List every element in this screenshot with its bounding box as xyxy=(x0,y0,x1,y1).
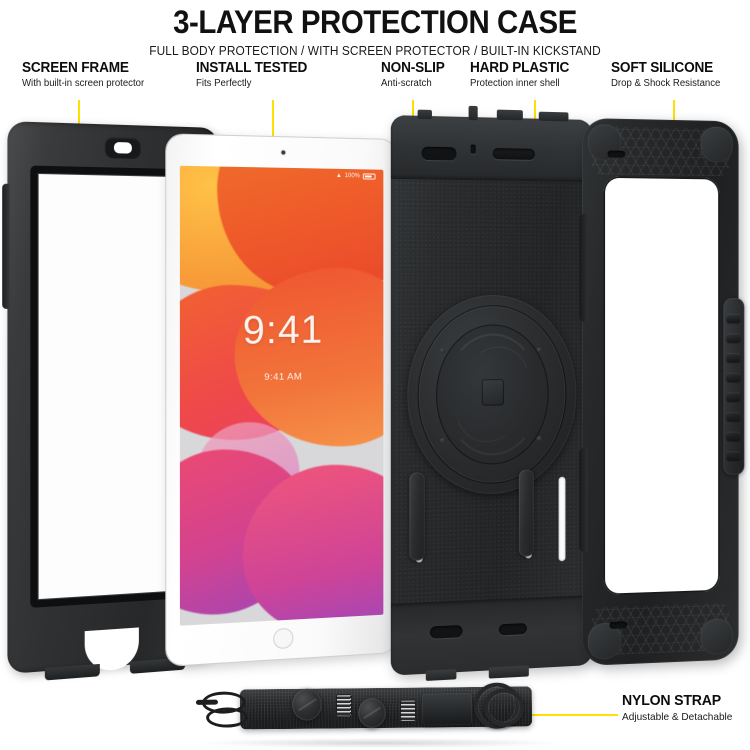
screen-frame-camera-cutout xyxy=(104,136,141,160)
hard-shell-nub xyxy=(496,109,523,121)
screen-frame-left-edge xyxy=(2,183,10,309)
silicone-cutout-window xyxy=(603,176,720,596)
hard-shell-mic-hole xyxy=(470,144,476,154)
strap-buckle[interactable] xyxy=(291,688,323,721)
kickstand-screw xyxy=(536,435,542,441)
leader-line-install-tested xyxy=(272,100,274,166)
strap-adjuster-ladder[interactable] xyxy=(335,694,353,717)
hard-shell-speaker-cutout-bottom xyxy=(498,623,527,636)
status-bar: ▲ 100% xyxy=(336,173,376,180)
silicone-left-edge xyxy=(579,447,588,553)
hard-shell-camera-cutout xyxy=(421,146,457,161)
callout-title: NYLON STRAP xyxy=(622,692,721,709)
silicone-bottom-port xyxy=(609,621,628,629)
lockscreen-clock: 9:41 xyxy=(242,307,324,353)
silicone-grip-rib xyxy=(726,353,741,362)
hard-shell-top-rim xyxy=(390,115,592,182)
callout-subtitle: Drop & Shock Resistance xyxy=(611,78,721,89)
hard-plastic-shell-layer xyxy=(390,105,592,681)
callout-title: SCREEN FRAME xyxy=(22,60,129,76)
hand-strap-slot xyxy=(558,476,566,562)
callout-nylon-strap: NYLON STRAP Adjustable & Detachable xyxy=(622,692,737,723)
callout-non-slip: NON-SLIP Anti-scratch xyxy=(381,60,449,89)
silicone-grip-rib xyxy=(726,392,741,402)
callout-title: NON-SLIP xyxy=(381,60,445,76)
silicone-grip-rib xyxy=(726,372,741,382)
strap-buckle[interactable] xyxy=(357,697,387,729)
strap-tip xyxy=(195,699,218,705)
silicone-grip-rib xyxy=(726,431,741,441)
page-subtitle: FULL BODY PROTECTION / WITH SCREEN PROTE… xyxy=(149,44,601,58)
callout-subtitle: Fits Perfectly xyxy=(196,78,252,89)
strap-adjuster-ladder[interactable] xyxy=(399,699,417,722)
soft-silicone-layer xyxy=(579,118,745,666)
callout-subtitle: Protection inner shell xyxy=(470,78,560,89)
wallpaper-overlay xyxy=(179,165,384,626)
screen-frame-tab xyxy=(44,663,100,681)
tablet-screen: ▲ 100% 9:41 9:41 AM xyxy=(179,165,384,626)
tablet-device: ▲ 100% 9:41 9:41 AM xyxy=(166,134,400,666)
battery-percent-label: 100% xyxy=(344,173,360,180)
callout-screen-frame: SCREEN FRAME With built-in screen protec… xyxy=(22,60,149,89)
hand-strap-bar[interactable] xyxy=(518,469,534,557)
silicone-camera-port xyxy=(607,150,626,158)
kickstand-screw xyxy=(536,346,542,352)
page-title: 3-LAYER PROTECTION CASE xyxy=(173,4,577,40)
kickstand-screw xyxy=(440,437,446,443)
hard-shell-bottom-rim xyxy=(390,595,592,676)
header: 3-LAYER PROTECTION CASE FULL BODY PROTEC… xyxy=(0,0,750,58)
hard-shell-nub xyxy=(468,105,478,121)
callout-install-tested: INSTALL TESTED Fits Perfectly xyxy=(196,60,314,89)
tablet-front-camera xyxy=(281,150,286,155)
silicone-corner-bumper xyxy=(700,618,733,656)
hard-shell-nub xyxy=(538,111,569,122)
callout-subtitle: With built-in screen protector xyxy=(22,78,145,89)
hard-shell-speaker-cutout xyxy=(492,148,535,160)
callout-subtitle: Anti-scratch xyxy=(381,78,432,89)
leader-line-nylon-strap xyxy=(520,714,618,716)
strap-d-ring[interactable] xyxy=(483,688,525,727)
callout-title: SOFT SILICONE xyxy=(611,60,714,76)
kickstand-hub xyxy=(481,378,504,406)
hard-shell-nub xyxy=(417,109,432,120)
silicone-corner-bumper xyxy=(700,126,733,163)
silicone-side-grip xyxy=(723,298,745,476)
battery-icon xyxy=(362,173,376,180)
callout-title: HARD PLASTIC xyxy=(470,60,570,76)
callout-subtitle: Adjustable & Detachable xyxy=(622,711,733,723)
wifi-icon: ▲ xyxy=(335,172,342,180)
silicone-grip-rib xyxy=(726,333,741,343)
callout-soft-silicone: SOFT SILICONE Drop & Shock Resistance xyxy=(611,60,725,89)
silicone-grip-rib xyxy=(726,451,741,461)
callout-title: INSTALL TESTED xyxy=(196,60,308,76)
silicone-grip-rib xyxy=(726,313,741,323)
drop-shadow xyxy=(200,738,560,748)
strap-clip[interactable] xyxy=(421,692,473,726)
hand-strap-bar[interactable] xyxy=(409,472,425,561)
silicone-grip-rib xyxy=(726,411,741,421)
callout-hard-plastic: HARD PLASTIC Protection inner shell xyxy=(470,60,576,89)
silicone-left-edge xyxy=(579,213,588,323)
nylon-strap-accessory xyxy=(195,676,553,740)
kickstand-screw xyxy=(440,347,446,353)
hard-shell-port-cutout xyxy=(429,625,463,639)
